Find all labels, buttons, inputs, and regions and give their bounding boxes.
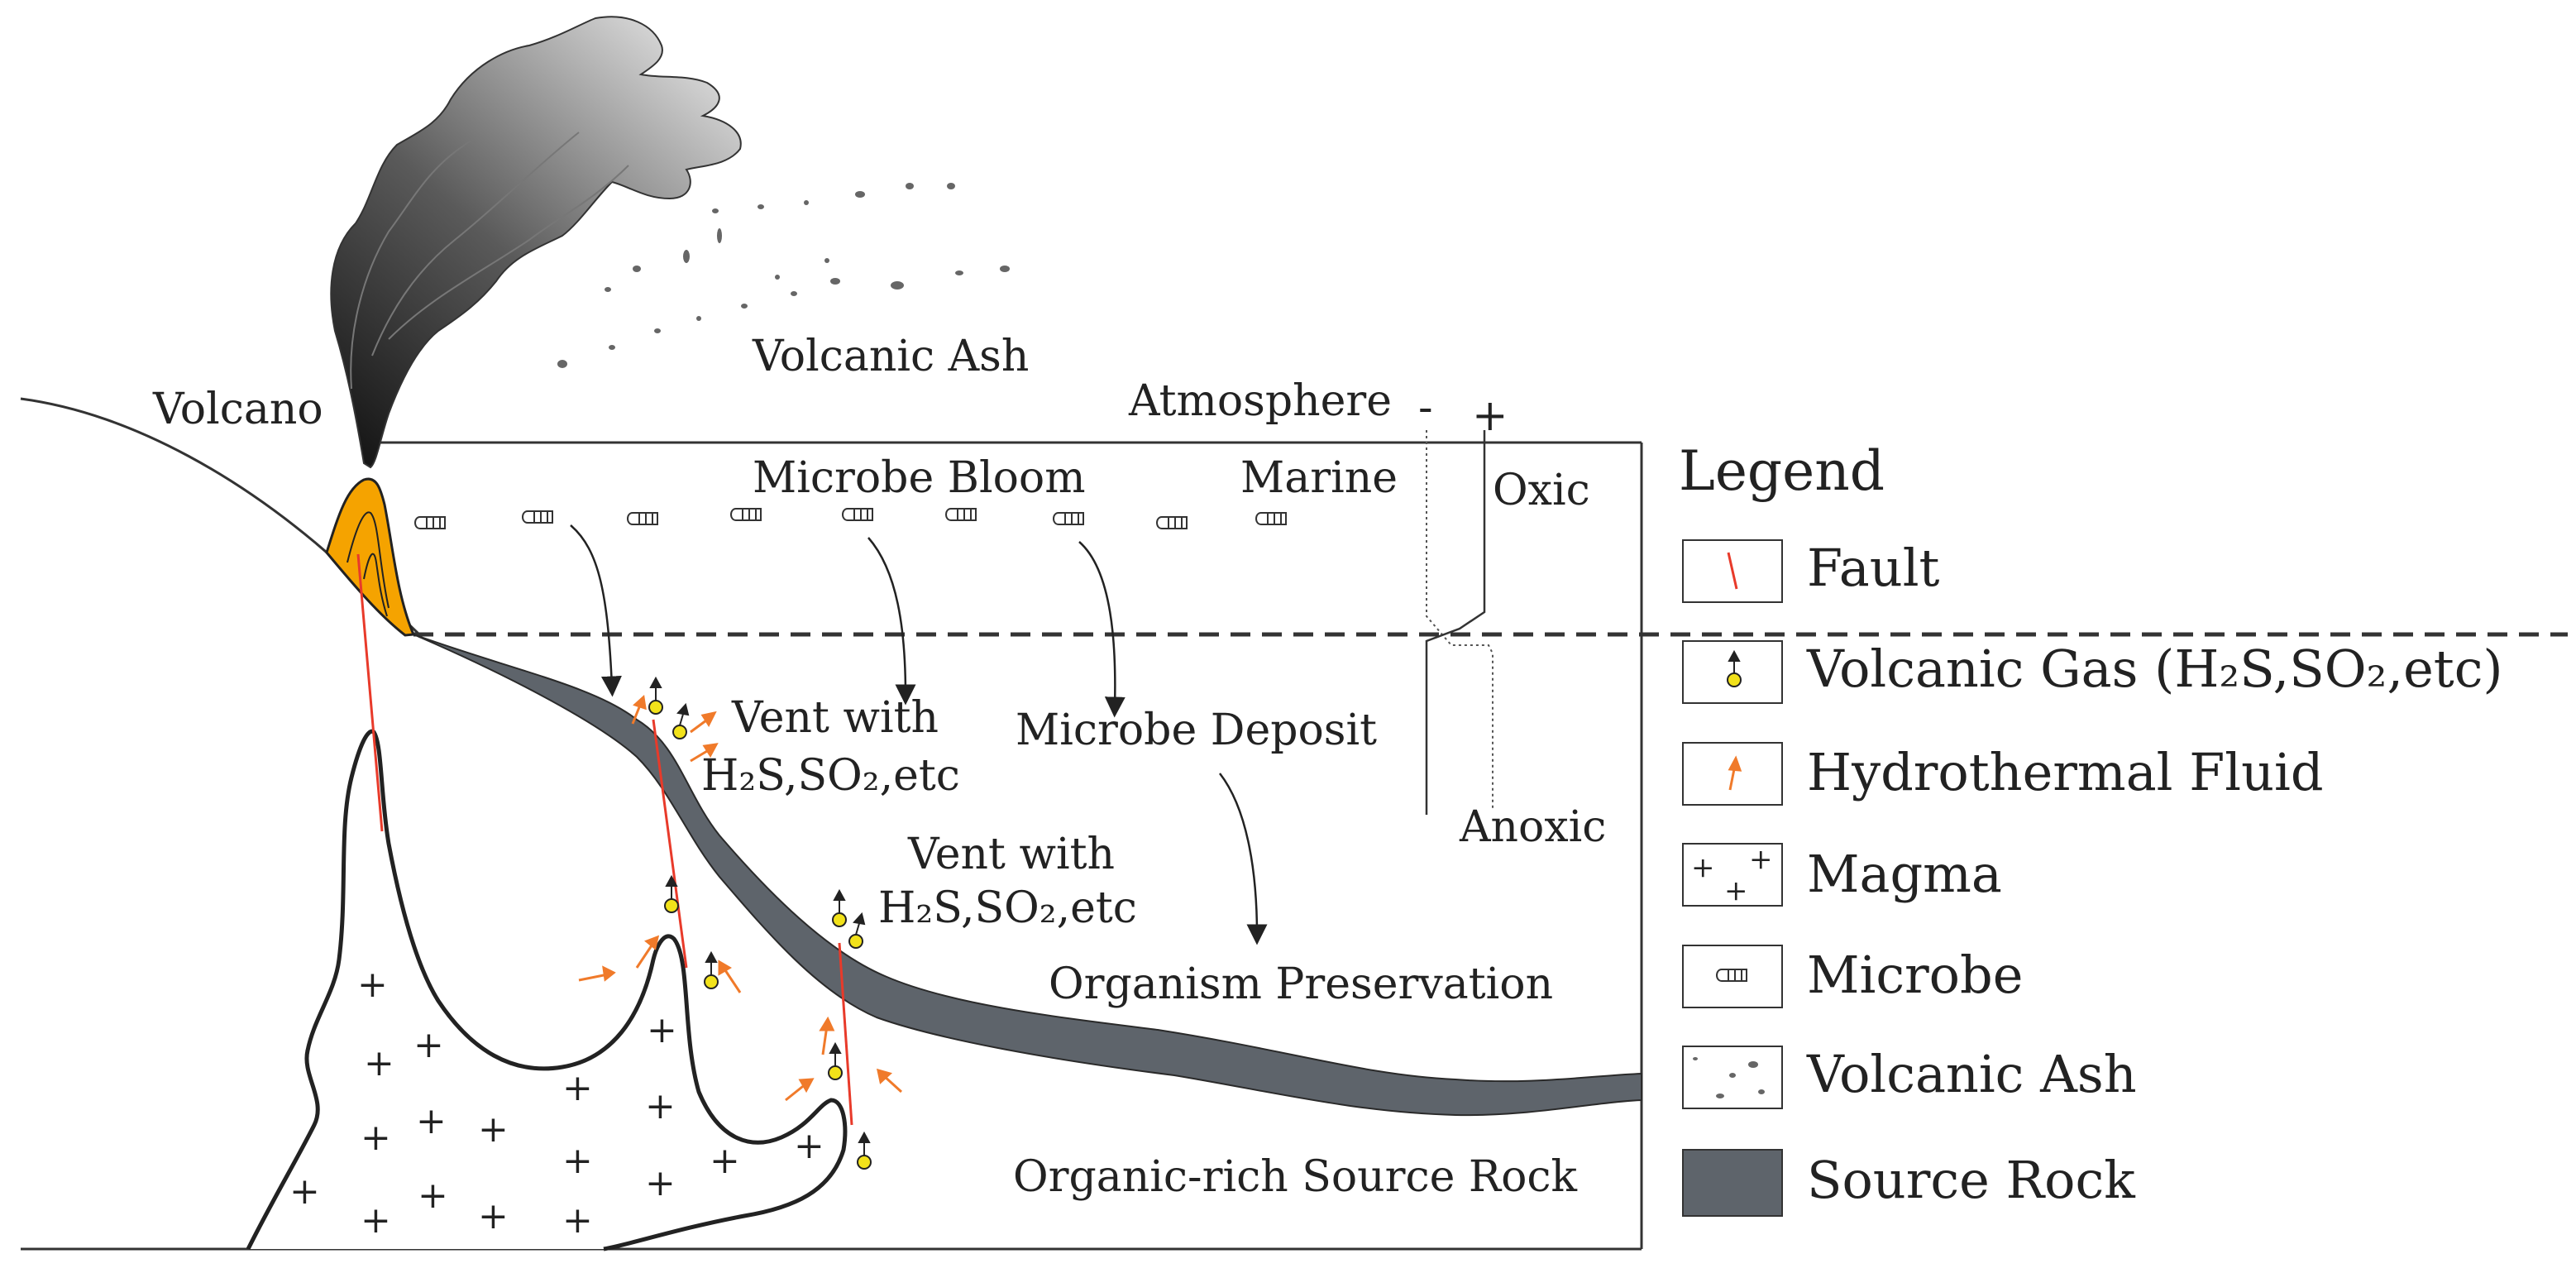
label-vent-2-line-1: Vent with [907, 830, 1115, 879]
legend-label-microbe: Microbe [1807, 945, 2023, 1005]
legend-swatch-microbe [1682, 945, 1783, 1008]
svg-text:+: + [1724, 874, 1748, 907]
label-volcano: Volcano [152, 385, 323, 434]
plume-inner-lines [350, 132, 629, 390]
legend-item-volcanic-ash: Volcanic Ash [1682, 1044, 2137, 1109]
svg-text:+: + [289, 1170, 320, 1213]
legend-item-volcanic-gas: Volcanic Gas (H₂S,SO₂,etc) [1682, 639, 2503, 704]
volcanic-gas-bubbles [648, 676, 872, 1170]
legend-label-source-rock: Source Rock [1807, 1150, 2135, 1210]
label-plus: + [1472, 391, 1508, 441]
redox-profile [1425, 430, 1494, 815]
dark-gray-block-icon [1682, 1149, 1783, 1217]
fault-line-icon [1727, 552, 1738, 590]
label-marine: Marine [1240, 453, 1398, 503]
legend-item-hydrothermal-fluid: Hydrothermal Fluid [1682, 742, 2324, 806]
source-rock-band [413, 634, 1642, 1117]
legend-item-magma: + + + Magma [1682, 843, 2002, 907]
label-volcanic-ash: Volcanic Ash [752, 332, 1029, 381]
svg-text:+: + [357, 964, 388, 1006]
svg-text:+: + [361, 1117, 391, 1159]
magma-body: + + + + + + + + + + + + + + + + + + [246, 729, 848, 1251]
settling-arrow-4 [1219, 773, 1268, 945]
svg-text:+: + [1691, 851, 1715, 884]
diagram-labels: Volcano Volcanic Ash Atmosphere - + Mari… [152, 332, 1606, 1202]
label-vent-1-line-2: H₂S,SO₂,etc [701, 751, 960, 801]
settling-arrow-3 [1078, 541, 1126, 718]
svg-text:+: + [647, 1009, 677, 1051]
magma-plus-signs: + + + + + + + + + + + + + + + + + + [289, 964, 824, 1242]
svg-text:+: + [794, 1125, 824, 1167]
svg-text:+: + [645, 1162, 676, 1204]
label-microbe-bloom: Microbe Bloom [753, 453, 1086, 503]
svg-text:+: + [478, 1195, 509, 1237]
label-vent-2-line-2: H₂S,SO₂,etc [878, 883, 1137, 933]
volcano-cone [325, 477, 416, 637]
settling-arrow-1 [570, 524, 622, 697]
microbe-row [414, 508, 1287, 529]
legend-swatch-gas [1682, 640, 1783, 704]
legend-label-fault: Fault [1807, 538, 1940, 598]
label-atmosphere: Atmosphere [1128, 376, 1392, 426]
label-minus: - [1418, 383, 1433, 433]
orange-arrow-icon [1728, 755, 1742, 791]
svg-text:+: + [361, 1199, 391, 1242]
svg-text:+: + [1749, 843, 1773, 876]
ash-dots-icon [1693, 1057, 1765, 1098]
legend-title: Legend [1679, 439, 1885, 503]
label-organic-rich-source-rock: Organic-rich Source Rock [1013, 1152, 1578, 1202]
volcanic-ash-dots [557, 183, 1010, 368]
svg-text:+: + [562, 1067, 593, 1109]
gas-bubble-icon [1727, 649, 1742, 687]
faults [356, 553, 853, 1126]
svg-text:+: + [645, 1085, 676, 1127]
settling-arrows [570, 524, 1268, 945]
svg-text:+: + [416, 1100, 447, 1142]
volcanic-plume [330, 16, 742, 469]
hydrothermal-fluid-arrows [578, 695, 903, 1102]
legend-label-magma: Magma [1807, 844, 2002, 904]
svg-text:+: + [562, 1199, 593, 1242]
label-vent-1-line-1: Vent with [731, 693, 939, 743]
svg-text:+: + [418, 1175, 448, 1217]
fault-3 [838, 942, 853, 1126]
redox-solid-line [1425, 430, 1486, 815]
legend-swatch-magma [1682, 843, 1783, 907]
legend-item-fault: Fault [1682, 538, 1940, 603]
label-microbe-deposit: Microbe Deposit [1016, 706, 1377, 755]
legend-item-microbe: Microbe [1682, 945, 2023, 1008]
microbe-icon [1716, 969, 1747, 982]
legend-label-volcanic-gas: Volcanic Gas (H₂S,SO₂,etc) [1806, 639, 2503, 699]
label-oxic: Oxic [1493, 466, 1590, 515]
svg-text:+: + [710, 1140, 740, 1182]
svg-text:+: + [413, 1024, 444, 1066]
legend: Legend Fault Volcanic Gas (H₂S,SO₂,etc) [1679, 439, 2503, 1217]
legend-label-volcanic-ash: Volcanic Ash [1806, 1044, 2137, 1104]
legend-item-source-rock: Source Rock [1682, 1149, 2135, 1217]
settling-arrow-2 [867, 537, 916, 706]
legend-label-hydrothermal-fluid: Hydrothermal Fluid [1807, 742, 2324, 802]
redox-dotted-line [1426, 430, 1494, 811]
label-anoxic: Anoxic [1459, 802, 1606, 852]
svg-text:+: + [562, 1140, 593, 1182]
label-organism-preservation: Organism Preservation [1049, 960, 1553, 1009]
plus-signs-icon: + + + [1691, 843, 1773, 907]
svg-text:+: + [364, 1042, 394, 1084]
magma-outline [246, 729, 848, 1251]
fault-2 [652, 719, 688, 969]
svg-text:+: + [478, 1108, 509, 1151]
fault-1 [356, 553, 384, 832]
